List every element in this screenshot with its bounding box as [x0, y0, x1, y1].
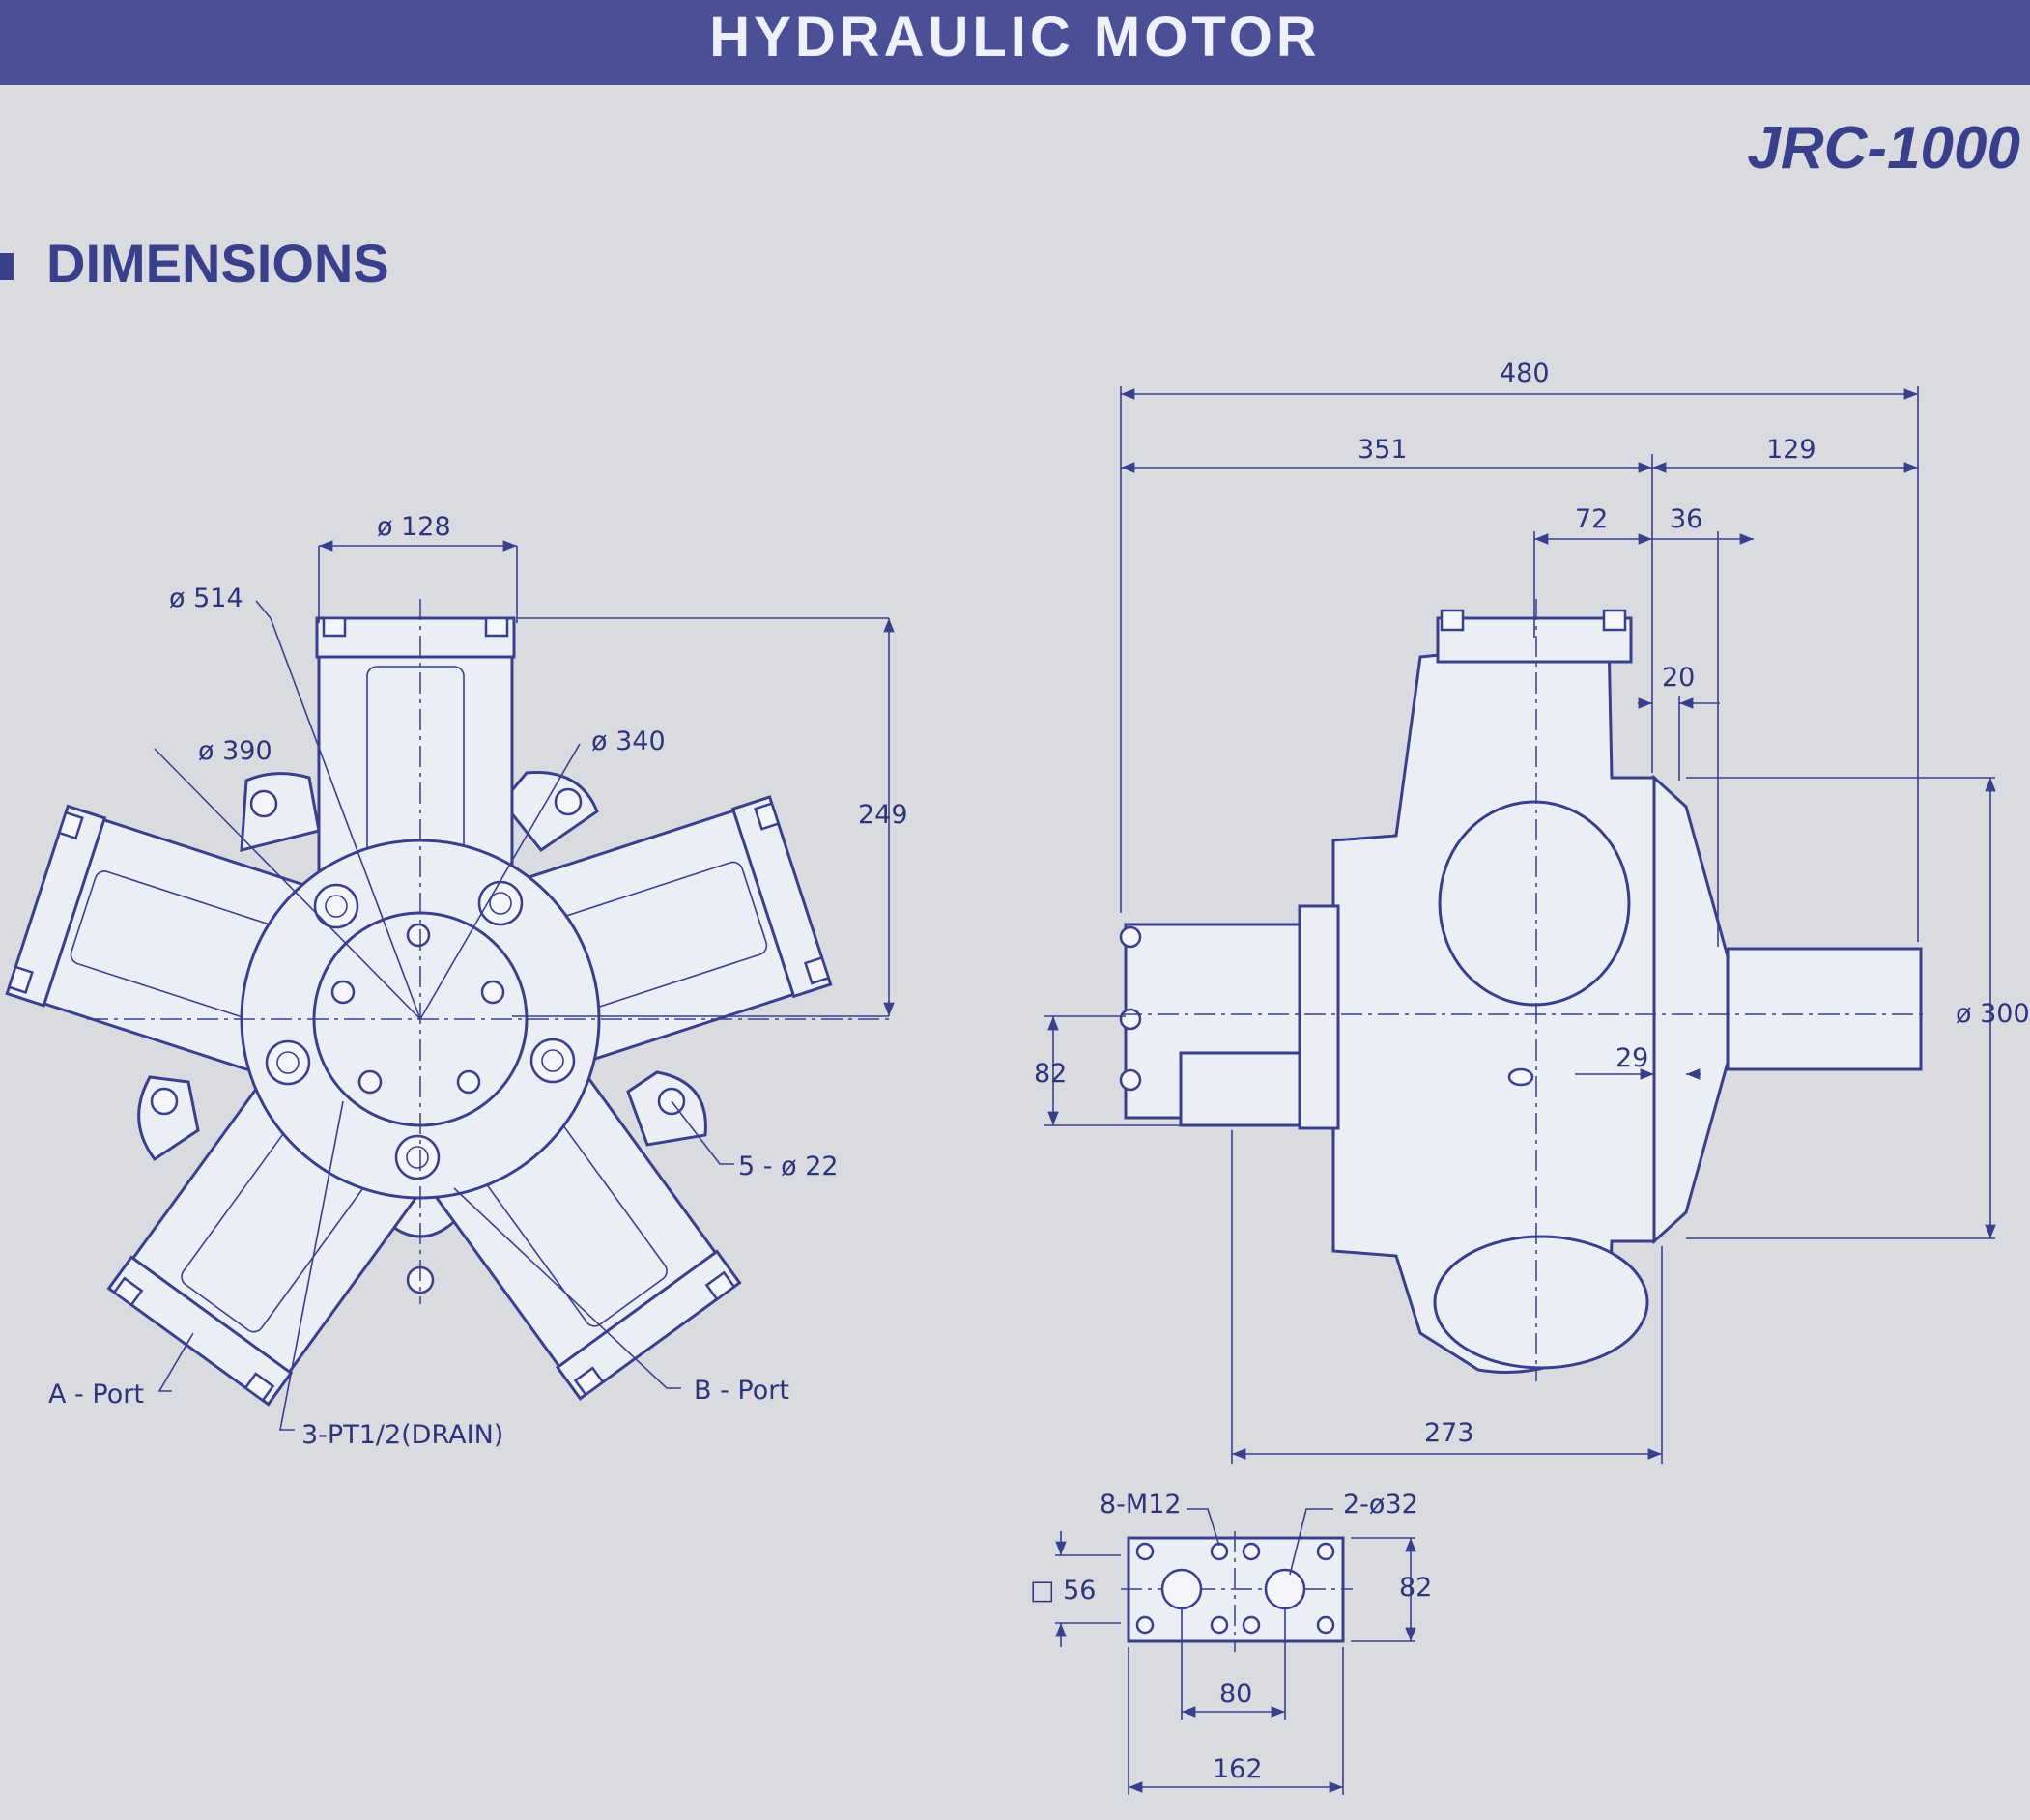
page-title: HYDRAULIC MOTOR [709, 6, 1321, 69]
dim-d300: ø 300 [1956, 999, 2030, 1029]
dim-129: 129 [1766, 435, 1816, 465]
upper-cylinder [1438, 800, 1631, 1007]
label-ports: 2-ø32 [1343, 1490, 1418, 1520]
flange-ring [1652, 774, 1730, 1245]
dim-72: 72 [1575, 504, 1608, 534]
dim-249: 249 [858, 800, 908, 830]
model-number: JRC-1000 [1747, 115, 2020, 182]
dim-d514: ø 514 [169, 583, 243, 613]
lower-cylinder [1433, 1235, 1649, 1370]
front-view: ø 128 ø 514 ø 390 ø 340 249 5 - ø 22 A -… [5, 512, 908, 1450]
label-drain: 3-PT1/2(DRAIN) [301, 1420, 503, 1450]
section-marker [0, 253, 14, 280]
section-title: DIMENSIONS [46, 233, 389, 294]
side-view: 480 351 129 72 36 20 ø 300 82 29 273 [1034, 358, 2030, 1464]
dim-273: 273 [1424, 1418, 1474, 1448]
dim-29: 29 [1615, 1043, 1648, 1073]
dim-d340: ø 340 [591, 726, 666, 756]
flange-view: 8-M12 2-ø32 □ 56 82 80 162 [1030, 1490, 1432, 1795]
dim-d128: ø 128 [377, 512, 451, 542]
dim-162: 162 [1213, 1754, 1263, 1784]
hub-bolts [265, 880, 576, 1180]
dim-80: 80 [1219, 1679, 1252, 1709]
dim-36: 36 [1670, 504, 1702, 534]
label-holes: 5 - ø 22 [738, 1152, 839, 1181]
label-port-b: B - Port [694, 1376, 789, 1406]
dim-sq56: □ 56 [1030, 1576, 1096, 1606]
dim-480: 480 [1500, 358, 1550, 388]
dim-351: 351 [1358, 435, 1408, 465]
label-port-a: A - Port [48, 1379, 144, 1409]
dim-82: 82 [1034, 1059, 1067, 1089]
dim-flange-82: 82 [1399, 1573, 1432, 1603]
label-bolts: 8-M12 [1100, 1490, 1182, 1520]
header-banner [0, 0, 2030, 85]
output-shaft [1726, 947, 1923, 1071]
dim-d390: ø 390 [198, 736, 272, 766]
dim-20: 20 [1662, 663, 1695, 693]
